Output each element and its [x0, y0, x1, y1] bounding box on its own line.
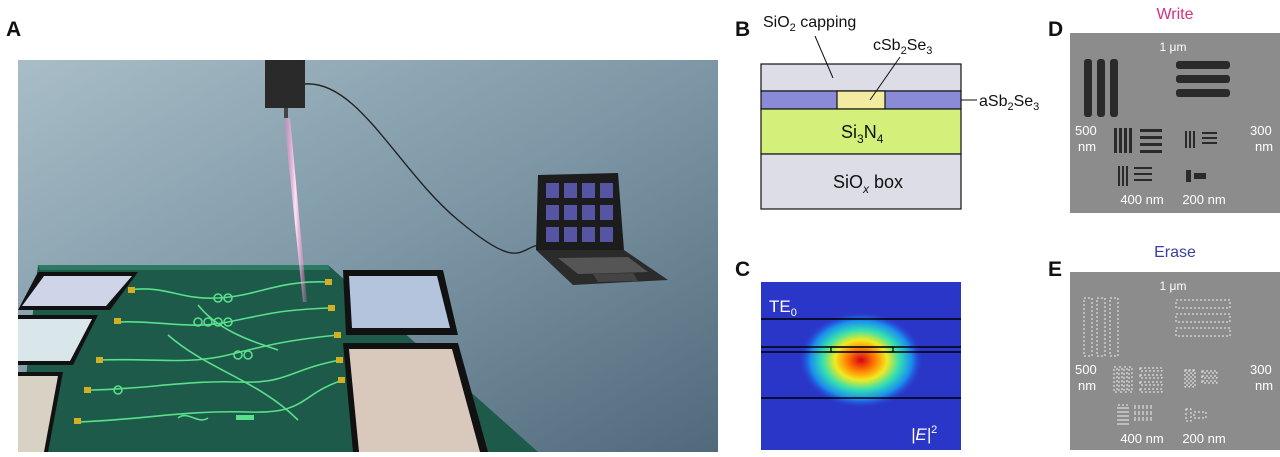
erased-pattern-outlines: [1083, 297, 1231, 426]
control-cable: [304, 83, 539, 254]
erase-scale-1um: 1 μm: [1160, 279, 1187, 293]
field-label: |E|2: [911, 424, 937, 444]
write-scale-1um: 1 μm: [1160, 40, 1187, 54]
core-label: Si3N4: [841, 122, 884, 146]
written-patterns: [1084, 59, 1230, 186]
panel-label-b: B: [735, 18, 751, 41]
panel-label-a: A: [6, 18, 22, 41]
amorph-label: aSb2Se3: [979, 93, 1039, 113]
panel-label-e: E: [1048, 258, 1063, 281]
crystalline-sb2se3-region: [836, 90, 886, 110]
laser-head: [265, 60, 305, 108]
panel-b-cross-section: SiO2 capping cSb2Se3 aSb2Se3 Si3N4 SiOx …: [755, 0, 1040, 225]
box-label: SiOx box: [833, 172, 903, 196]
erase-label-400nm: 400 nm: [1120, 431, 1163, 446]
box-layer: [760, 153, 962, 210]
panel-a-render: [18, 60, 718, 452]
erase-label-200nm: 200 nm: [1182, 431, 1225, 446]
laser-beam: [284, 118, 307, 302]
waveguide-network: [77, 281, 344, 423]
write-title: Write: [1156, 6, 1194, 23]
panel-c-mode-profile: TE0 |E|2: [761, 282, 961, 450]
erase-title: Erase: [1154, 244, 1196, 261]
capping-layer: [760, 63, 962, 92]
capping-label: SiO2 capping: [763, 14, 856, 34]
panel-label-c: C: [735, 258, 751, 281]
crystal-label: cSb2Se3: [873, 37, 932, 57]
chip-render-illustration: [18, 60, 718, 452]
laptop: [536, 173, 668, 285]
panel-label-d: D: [1048, 18, 1064, 41]
mode-label: TE0: [769, 297, 797, 319]
si3n4-core-layer: [760, 108, 962, 155]
write-label-400nm: 400 nm: [1120, 192, 1163, 207]
write-label-200nm: 200 nm: [1182, 192, 1225, 207]
